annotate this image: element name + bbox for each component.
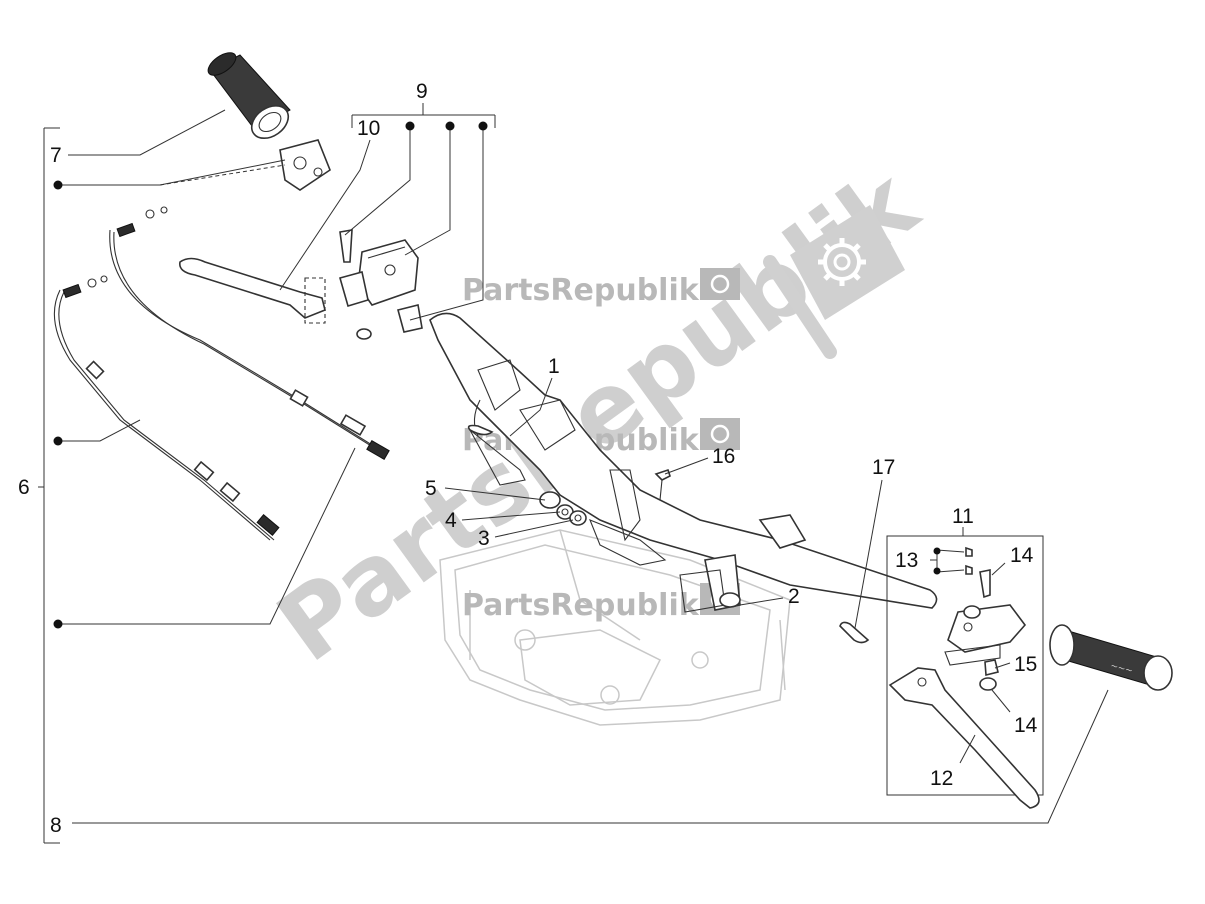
throttle-grip-part bbox=[207, 52, 291, 140]
handlebar-part bbox=[429, 312, 938, 613]
right-lever-box bbox=[886, 527, 1044, 796]
throttle-cables-part bbox=[53, 206, 390, 541]
leader-lines bbox=[60, 109, 1109, 824]
callout-3: 3 bbox=[478, 527, 490, 550]
ring-17-part bbox=[839, 621, 870, 644]
callout-8: 8 bbox=[50, 814, 62, 837]
callout-6: 6 bbox=[18, 476, 30, 499]
throttle-housing-part bbox=[279, 139, 331, 191]
right-lever-housing-part bbox=[944, 546, 1027, 691]
right-grip-part: ~~~ bbox=[1049, 624, 1173, 691]
callout-5: 5 bbox=[425, 477, 437, 500]
callout-2: 2 bbox=[788, 585, 800, 608]
spacers-part bbox=[539, 491, 587, 526]
watermark-text: PartsRepublik bbox=[462, 588, 700, 623]
callout-labels: 1 2 3 4 5 6 7 8 9 10 11 12 13 14 14 15 1… bbox=[18, 80, 1038, 837]
callout-17: 17 bbox=[872, 456, 895, 479]
callout-14b: 14 bbox=[1014, 714, 1038, 737]
master-cylinder-part bbox=[339, 229, 423, 340]
callout-15: 15 bbox=[1014, 653, 1037, 676]
watermark-1: PartsRepublik bbox=[462, 268, 740, 308]
clip-part bbox=[467, 424, 494, 436]
watermark-flag-icon bbox=[700, 418, 740, 450]
callout-14a: 14 bbox=[1010, 544, 1034, 567]
callout-10: 10 bbox=[357, 117, 380, 140]
callout-7: 7 bbox=[50, 144, 62, 167]
watermark-flag-icon bbox=[700, 268, 740, 300]
watermark-3: PartsRepublik bbox=[462, 583, 740, 623]
bolt-16-part bbox=[654, 468, 671, 501]
callout-11: 11 bbox=[952, 505, 974, 528]
ghost-frame bbox=[439, 529, 791, 726]
big-gear-icon bbox=[818, 238, 866, 286]
callout-1: 1 bbox=[548, 355, 560, 378]
leader-dots bbox=[53, 121, 941, 629]
callout-16: 16 bbox=[712, 445, 735, 468]
callout-12: 12 bbox=[930, 767, 953, 790]
callout-13: 13 bbox=[895, 549, 918, 572]
bracket-group-6 bbox=[38, 127, 60, 844]
left-brake-lever-part bbox=[178, 257, 326, 324]
watermark-text: PartsRepublik bbox=[462, 273, 700, 308]
bracket-group-9 bbox=[351, 103, 496, 128]
right-brake-lever-part bbox=[888, 667, 1040, 809]
callout-4: 4 bbox=[445, 509, 457, 532]
callout-9: 9 bbox=[416, 80, 428, 103]
